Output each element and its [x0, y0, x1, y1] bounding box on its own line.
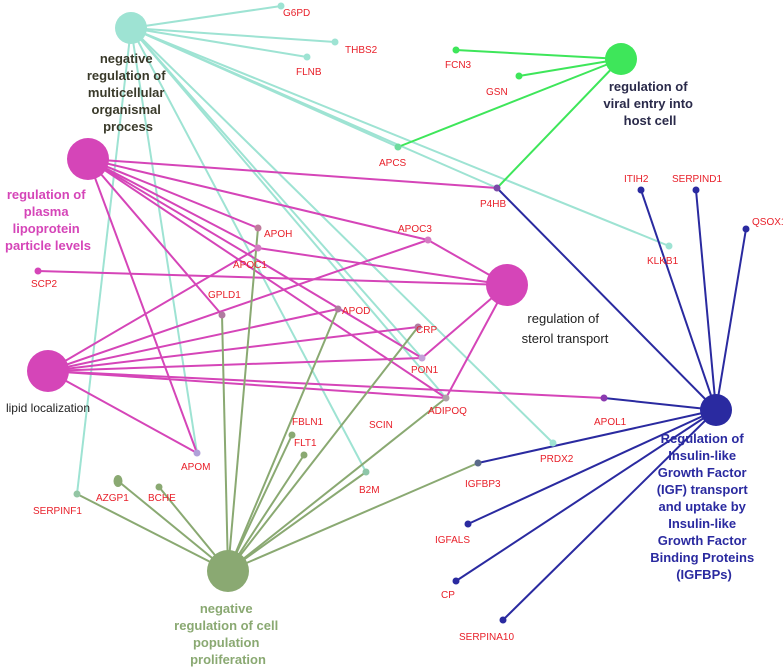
term-node-sterol-transport[interactable]: [486, 264, 528, 306]
gene-label-igfbp3: IGFBP3: [465, 479, 501, 490]
gene-node-azgp1[interactable]: [113, 475, 123, 487]
term-label-viral-entry: regulation of viral entry into host cell: [603, 79, 696, 128]
gene-node-apoc3[interactable]: [424, 236, 432, 244]
gene-label-serpind1: SERPIND1: [672, 174, 722, 185]
gene-label-fbln1: FBLN1: [292, 417, 324, 428]
gene-node-gsn[interactable]: [515, 72, 523, 80]
term-node-cell-population[interactable]: [207, 550, 249, 592]
gene-node-apoh[interactable]: [254, 224, 262, 232]
gene-node-serpina10[interactable]: [499, 616, 507, 624]
edges: [37, 5, 747, 621]
gene-label-thbs2: THBS2: [345, 45, 378, 56]
gene-label-p4hb: P4HB: [480, 199, 506, 210]
term-node-igf-transport[interactable]: [700, 394, 732, 426]
gene-label-qsox1: QSOX1: [752, 217, 783, 228]
gene-nodes: [34, 2, 750, 624]
gene-node-pon1[interactable]: [418, 354, 426, 362]
gene-node-igfbp3[interactable]: [474, 459, 482, 467]
gene-node-igfals[interactable]: [464, 520, 472, 528]
gene-label-prdx2: PRDX2: [540, 454, 574, 465]
gene-node-serpinf1[interactable]: [73, 490, 81, 498]
gene-label-pon1: PON1: [411, 365, 439, 376]
gene-label-itih2: ITIH2: [624, 174, 649, 185]
term-label-plasma-lipoprotein: regulation of plasma lipoprotein particl…: [5, 187, 91, 253]
gene-label-apoc1: APOC1: [233, 260, 267, 271]
gene-label-azgp1: AZGP1: [96, 493, 129, 504]
term-label-igf-transport: Regulation of Insulin-like Growth Factor…: [650, 431, 758, 582]
gene-node-p4hb[interactable]: [493, 184, 501, 192]
gene-label-apoh: APOH: [264, 229, 292, 240]
term-nodes: [27, 12, 732, 592]
gene-node-qsox1[interactable]: [742, 225, 750, 233]
gene-label-fcn3: FCN3: [445, 60, 472, 71]
gene-label-serpina10: SERPINA10: [459, 632, 514, 643]
gene-label-apod: APOD: [342, 306, 370, 317]
term-label-sterol-transport: regulation of sterol transport: [522, 311, 609, 346]
gene-label-apol1: APOL1: [594, 417, 627, 428]
gene-node-apcs[interactable]: [394, 143, 402, 151]
gene-node-crp[interactable]: [414, 323, 422, 331]
edges-cell-population: [76, 227, 479, 572]
gene-node-g6pd[interactable]: [277, 2, 285, 10]
term-label-cell-population: negative regulation of cell population p…: [174, 601, 282, 667]
gene-label-igfals: IGFALS: [435, 535, 470, 546]
gene-label-adipoq: ADIPOQ: [428, 406, 467, 417]
gene-node-serpind1[interactable]: [692, 186, 700, 194]
gene-label-scp2: SCP2: [31, 279, 58, 290]
gene-node-klkb1[interactable]: [665, 242, 673, 250]
gene-label-apcs: APCS: [379, 158, 407, 169]
gene-label-bche: BCHE: [148, 493, 176, 504]
gene-node-apod[interactable]: [334, 305, 342, 313]
gene-labels: G6PD THBS2 FLNB FCN3 GSN APCS P4HB ITIH2…: [31, 8, 783, 643]
gene-node-gpld1[interactable]: [218, 311, 226, 319]
gene-label-flt1: FLT1: [294, 438, 317, 449]
edges-igf-transport: [455, 187, 747, 621]
gene-node-fbln1[interactable]: [288, 431, 296, 439]
gene-label-b2m: B2M: [359, 485, 380, 496]
gene-label-apom: APOM: [181, 462, 210, 473]
gene-node-apol1[interactable]: [600, 394, 608, 402]
gene-label-serpinf1: SERPINF1: [33, 506, 82, 517]
gene-node-flt1[interactable]: [300, 451, 308, 459]
term-label-lipid-localization: lipid localization: [6, 401, 90, 415]
gene-label-gsn: GSN: [486, 87, 508, 98]
gene-node-bche[interactable]: [155, 483, 163, 491]
edges-negative-regulation-multicellular: [76, 5, 670, 495]
gene-node-flnb[interactable]: [303, 53, 311, 61]
gene-label-crp: CRP: [416, 325, 437, 336]
gene-label-scin: SCIN: [369, 420, 393, 431]
gene-label-g6pd: G6PD: [283, 8, 310, 19]
gene-label-flnb: FLNB: [296, 67, 322, 78]
gene-node-b2m[interactable]: [362, 468, 370, 476]
gene-node-fcn3[interactable]: [452, 46, 460, 54]
gene-label-apoc3: APOC3: [398, 224, 432, 235]
gene-label-cp: CP: [441, 590, 455, 601]
gene-node-apom[interactable]: [193, 449, 201, 457]
term-node-plasma-lipoprotein[interactable]: [67, 138, 109, 180]
gene-node-prdx2[interactable]: [549, 439, 557, 447]
term-node-negative-regulation-multicellular[interactable]: [115, 12, 147, 44]
gene-node-scp2[interactable]: [34, 267, 42, 275]
gene-node-cp[interactable]: [452, 577, 460, 585]
gene-node-apoc1[interactable]: [254, 244, 262, 252]
term-node-viral-entry[interactable]: [605, 43, 637, 75]
gene-node-thbs2[interactable]: [331, 38, 339, 46]
gene-node-itih2[interactable]: [637, 186, 645, 194]
gene-label-klkb1: KLKB1: [647, 256, 679, 267]
term-node-lipid-localization[interactable]: [27, 350, 69, 392]
term-label-negative-regulation-multicellular: negative regulation of multicellular org…: [87, 51, 169, 134]
gene-node-adipoq[interactable]: [442, 394, 450, 402]
gene-label-gpld1: GPLD1: [208, 290, 241, 301]
edges-viral-entry: [397, 49, 622, 189]
